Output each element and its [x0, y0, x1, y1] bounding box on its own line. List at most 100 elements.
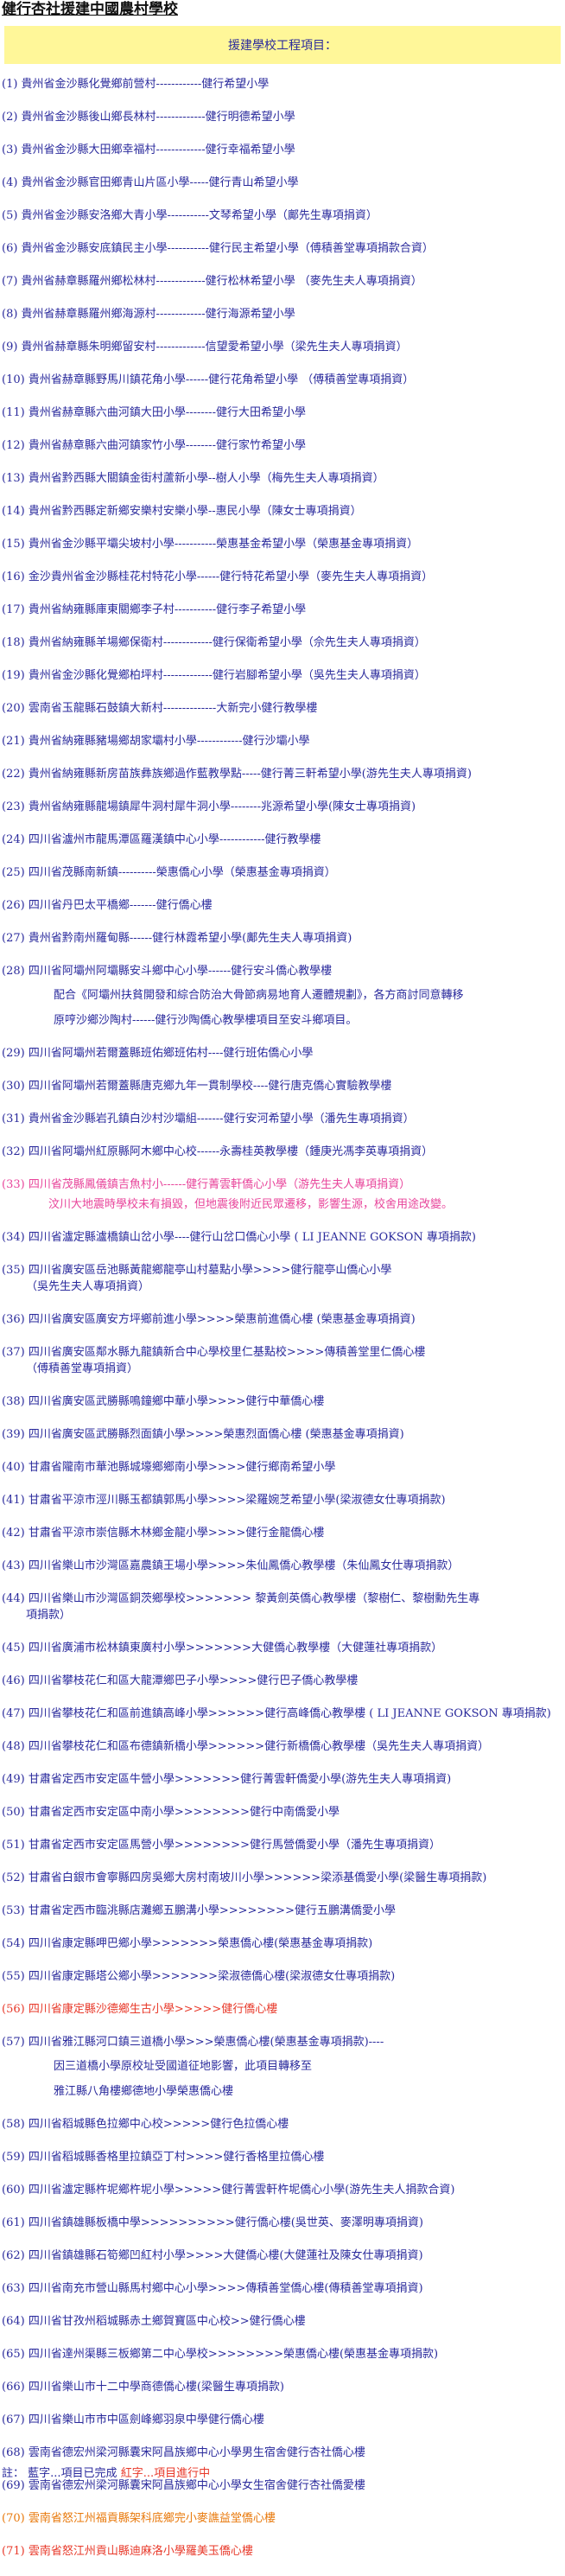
- list-item-text: (25) 四川省茂縣南新鎮----------榮惠僑心小學（榮惠基金專項捐資）: [2, 866, 336, 879]
- list-item-text: (59) 四川省稻城縣香格里拉鎮亞丁村>>>>健行香格里拉僑心樓: [2, 2151, 325, 2164]
- list-item-text: (51) 甘肅省定西市安定區馬營小學>>>>>>>>健行馬營僑愛小學（潘先生專項…: [2, 1839, 441, 1852]
- note-line: 原哼沙鄉沙陶村------健行沙陶僑心教學樓項目至安斗鄉項目。: [54, 1014, 358, 1027]
- footer-note: 註： 藍字...項目已完成 紅字...項目進行中: [2, 2465, 210, 2482]
- list-item-text: (70) 雲南省怒江州福貢縣架科底鄉完小麥譙益堂僑心樓: [2, 2512, 276, 2525]
- list-item-text: (46) 四川省攀枝花仁和區大龍潭鄉巴子小學>>>>健行巴子僑心教學樓: [2, 1674, 359, 1687]
- list-item: (3) 貴州省金沙縣大田鄉幸福村-------------健行幸福希望小學: [0, 142, 562, 158]
- list-item: (23) 貴州省納雍縣龍場鎮犀牛洞村犀牛洞小學--------兆源希望小學(陳女…: [0, 799, 562, 815]
- list-item-text: (29) 四川省阿壩州若爾蓋縣班佑鄉班佑村----健行班佑僑心小學: [2, 1047, 314, 1060]
- list-item-text: (50) 甘肅省定西市安定區中南小學>>>>>>>>健行中南僑愛小學: [2, 1806, 340, 1819]
- list-item: (33) 四川省茂縣鳳儀鎮吉魚村小------健行菁雲軒僑心小學（游先生夫人專項…: [0, 1176, 562, 1193]
- list-item-text: (15) 貴州省金沙縣平壩尖坡村小學-----------榮惠基金希望小學（榮惠…: [2, 538, 419, 551]
- list-item-text: (41) 甘肅省平涼市涇川縣玉都鎮郭馬小學>>>>梁羅婉芝希望小學(梁淑德女仕專…: [2, 1494, 446, 1507]
- list-item-text: (67) 四川省樂山市市中區劍峰鄉羽泉中學健行僑心樓: [2, 2413, 264, 2426]
- list-item-text: (66) 四川省樂山市十二中學商德僑心樓(梁醫生專項捐款): [2, 2381, 284, 2394]
- list-item: (39) 四川省廣安區武勝縣烈面鎮小學>>>>榮惠烈面僑心樓 (榮惠基金專項捐資…: [0, 1426, 562, 1443]
- list-item: (51) 甘肅省定西市安定區馬營小學>>>>>>>>健行馬營僑愛小學（潘先生專項…: [0, 1837, 562, 1853]
- footer-blue-note: 藍字...項目已完成: [28, 2467, 117, 2480]
- list-item: (10) 貴州省赫章縣野馬川鎮花角小學------健行花角希望小學 （傅積善堂專…: [0, 372, 562, 388]
- list-item-text: (68) 雲南省德宏州梁河縣囊宋阿昌族鄉中心小學男生宿舍健行杏社僑心樓: [2, 2446, 365, 2459]
- list-item-text: (10) 貴州省赫章縣野馬川鎮花角小學------健行花角希望小學 （傅積善堂專…: [2, 373, 415, 386]
- list-item-text: (58) 四川省稻城縣色拉鄉中心校>>>>>健行色拉僑心樓: [2, 2118, 289, 2131]
- list-item: (42) 甘肅省平涼市崇信縣木林鄉金龍小學>>>>健行金龍僑心樓: [0, 1525, 562, 1541]
- list-item: (9) 貴州省赫章縣朱明鄉留安村-------------信望愛希望小學（梁先生…: [0, 339, 562, 355]
- list-item-text: (65) 四川省達州渠縣三板鄉第二中心學校>>>>>>>>榮惠僑心樓(榮惠基金專…: [2, 2348, 439, 2361]
- list-item: (29) 四川省阿壩州若爾蓋縣班佑鄉班佑村----健行班佑僑心小學: [0, 1045, 562, 1062]
- list-item: (20) 雲南省玉龍縣石鼓鎮大新村--------------大新完小健行教學樓: [0, 700, 562, 717]
- list-item-text: (33) 四川省茂縣鳳儀鎮吉魚村小------健行菁雲軒僑心小學（游先生夫人專項…: [2, 1178, 411, 1191]
- list-item: (45) 四川省廣浦市松林鎮東廣村小學>>>>>>>大健僑心教學樓（大健蓮社專項…: [0, 1640, 562, 1656]
- list-item-text: (24) 四川省瀘州市龍馬潭區羅漢鎮中心小學------------健行教學樓: [2, 833, 321, 846]
- list-item-text: (13) 貴州省黔西縣大關鎮金街村蘆新小學--樹人小學（梅先生夫人專項捐資）: [2, 472, 384, 485]
- list-item: (25) 四川省茂縣南新鎮----------榮惠僑心小學（榮惠基金專項捐資）: [0, 864, 562, 881]
- list-item: (40) 甘肅省隴南市華池縣城壕鄉鄉南小學>>>>健行鄉南希望小學: [0, 1459, 562, 1476]
- list-item: (26) 四川省丹巴太平橋鄉-------健行僑心樓: [0, 897, 562, 914]
- list-item: (48) 四川省攀枝花仁和區布德鎮新橋小學>>>>>>健行新橋僑心教學樓（吳先生…: [0, 1738, 562, 1755]
- list-item-continuation: （吳先生夫人專項捐資）: [26, 1280, 150, 1293]
- list-item: (59) 四川省稻城縣香格里拉鎮亞丁村>>>>健行香格里拉僑心樓: [0, 2149, 562, 2165]
- list-item: (70) 雲南省怒江州福貢縣架科底鄉完小麥譙益堂僑心樓: [0, 2510, 562, 2527]
- list-item: (49) 甘肅省定西市安定區牛營小學>>>>>>>健行菁雲軒僑愛小學(游先生夫人…: [0, 1771, 562, 1788]
- list-item: (18) 貴州省納雍縣羊場鄉保衛村-------------健行保衛希望小學（佘…: [0, 634, 562, 651]
- list-item-text: (28) 四川省阿壩州阿壩縣安斗鄉中心小學------健行安斗僑心教學樓: [2, 965, 333, 978]
- banner-label: 援建學校工程項目：: [228, 39, 337, 53]
- list-item-text: (44) 四川省樂山市沙灣區銅茨鄉學校>>>>>>> 黎黃劍英僑心教學樓（黎樹仁…: [2, 1592, 480, 1605]
- list-item: (56) 四川省康定縣沙德鄉生古小學>>>>>健行僑心樓: [0, 2001, 562, 2018]
- note-line: 因三道橋小學原校址受國道征地影響，此項目轉移至: [54, 2060, 313, 2073]
- list-item: (53) 甘肅省定西市臨洮縣店灘鄉五鵬溝小學>>>>>>>>健行五鵬溝僑愛小學: [0, 1903, 562, 1919]
- list-item-text: (43) 四川省樂山市沙灣區嘉農鎮王場小學>>>>朱仙鳳僑心教學樓（朱仙鳳女仕專…: [2, 1559, 460, 1572]
- list-item-text: (54) 四川省康定縣呷巴鄉小學>>>>>>>榮惠僑心樓(榮惠基金專項捐款): [2, 1937, 373, 1950]
- list-item: (67) 四川省樂山市市中區劍峰鄉羽泉中學健行僑心樓: [0, 2412, 562, 2428]
- list-item-text: (32) 四川省阿壩州紅原縣阿木鄉中心校------永壽桂英教學樓（鍾庚光馮李英…: [2, 1145, 434, 1158]
- list-item-text: (42) 甘肅省平涼市崇信縣木林鄉金龍小學>>>>健行金龍僑心樓: [2, 1527, 325, 1540]
- footer-prefix: 註：: [2, 2467, 25, 2480]
- list-item: (15) 貴州省金沙縣平壩尖坡村小學-----------榮惠基金希望小學（榮惠…: [0, 536, 562, 552]
- note-line: 配合《阿壩州扶貧開發和綜合防治大骨節病易地育人遷體規劃》，各方商討同意轉移: [54, 989, 464, 1002]
- list-item-text: (64) 四川省甘孜州稻城縣赤土鄉賀寶區中心校>>健行僑心樓: [2, 2315, 306, 2328]
- list-item: (43) 四川省樂山市沙灣區嘉農鎮王場小學>>>>朱仙鳳僑心教學樓（朱仙鳳女仕專…: [0, 1558, 562, 1574]
- list-item: (61) 四川省鎮雄縣板橋中學>>>>>>>>>>健行僑心樓(吳世英、麥澤明專項…: [0, 2215, 562, 2231]
- list-item-text: (16) 金沙貴州省金沙縣桂花村特花小學------健行特花希望小學（麥先生夫人…: [2, 571, 434, 583]
- list-item-text: (55) 四川省康定縣塔公鄉小學>>>>>>>梁淑德僑心樓(梁淑德女仕專項捐款): [2, 1970, 396, 1983]
- list-item: (52) 甘肅省白銀市會寧縣四房吳鄉大房村南坡川小學>>>>>>梁添基僑愛小學(…: [0, 1870, 562, 1886]
- list-item-continuation: 項捐款）: [26, 1609, 72, 1622]
- transfer-note-28: 配合《阿壩州扶貧開發和綜合防治大骨節病易地育人遷體規劃》，各方商討同意轉移原哼沙…: [0, 987, 562, 1029]
- list-item: (1) 貴州省金沙縣化覺鄉前營村------------健行希望小學: [0, 76, 562, 92]
- list-item-text: (52) 甘肅省白銀市會寧縣四房吳鄉大房村南坡川小學>>>>>>梁添基僑愛小學(…: [2, 1871, 487, 1884]
- list-item: (36) 四川省廣安區廣安方坪鄉前進小學>>>>榮惠前進僑心樓 (榮惠基金專項捐…: [0, 1311, 562, 1328]
- list-item: (68) 雲南省德宏州梁河縣囊宋阿昌族鄉中心小學男生宿舍健行杏社僑心樓: [0, 2445, 562, 2461]
- list-item-text: (34) 四川省瀘定縣瀘橋鎮山岔小學----健行山岔口僑心小學 ( LI JEA…: [2, 1231, 476, 1244]
- list-item-text: (8) 貴州省赫章縣羅州鄉海源村-------------健行海源希望小學: [2, 308, 295, 321]
- list-item-text: (6) 貴州省金沙縣安底鎮民主小學-----------健行民主希望小學（傅積善…: [2, 242, 434, 255]
- list-item-text: (7) 貴州省赫章縣羅州鄉松林村-------------健行松林希望小學 （麥…: [2, 275, 422, 288]
- list-item: (57) 四川省雅江縣河口鎮三道橋小學>>>榮惠僑心樓(榮惠基金專項捐款)---…: [0, 2034, 562, 2050]
- list-item-text: (61) 四川省鎮雄縣板橋中學>>>>>>>>>>健行僑心樓(吳世英、麥澤明專項…: [2, 2216, 423, 2229]
- list-item: (5) 貴州省金沙縣安洛鄉大青小學-----------文琴希望小學（鄺先生專項…: [0, 207, 562, 224]
- list-item: (38) 四川省廣安區武勝縣鳴鐘鄉中華小學>>>>健行中華僑心樓: [0, 1393, 562, 1410]
- list-item-text: (57) 四川省雅江縣河口鎮三道橋小學>>>榮惠僑心樓(榮惠基金專項捐款)---…: [2, 2036, 384, 2049]
- list-item-text: (38) 四川省廣安區武勝縣鳴鐘鄉中華小學>>>>健行中華僑心樓: [2, 1395, 325, 1408]
- list-item: (28) 四川省阿壩州阿壩縣安斗鄉中心小學------健行安斗僑心教學樓: [0, 963, 562, 979]
- list-item: (11) 貴州省赫章縣六曲河鎮大田小學--------健行大田希望小學: [0, 405, 562, 421]
- list-item-text: (27) 貴州省黔南州羅甸縣------健行林霞希望小學(鄺先生夫人專項捐資): [2, 932, 352, 945]
- list-item: (22) 貴州省納雍縣新房苗族彝族鄉過作藍教學點-----健行菁三軒希望小學(游…: [0, 766, 562, 782]
- list-item: (32) 四川省阿壩州紅原縣阿木鄉中心校------永壽桂英教學樓（鍾庚光馮李英…: [0, 1144, 562, 1160]
- list-item-text: (22) 貴州省納雍縣新房苗族彝族鄉過作藍教學點-----健行菁三軒希望小學(游…: [2, 768, 472, 781]
- list-item-text: (39) 四川省廣安區武勝縣烈面鎮小學>>>>榮惠烈面僑心樓 (榮惠基金專項捐資…: [2, 1428, 404, 1441]
- list-item-text: (47) 四川省攀枝花仁和區前進鎮高峰小學>>>>>>健行高峰僑心教學樓 ( L…: [2, 1707, 551, 1720]
- list-item-text: (26) 四川省丹巴太平橋鄉-------健行僑心樓: [2, 899, 213, 912]
- list-item-text: (21) 貴州省納雍縣豬場鄉胡家壩村小學------------健行沙壩小學: [2, 735, 310, 748]
- list-item-text: (31) 貴州省金沙縣岩孔鎮白沙村沙壩組-------健行安河希望小學（潘先生專…: [2, 1113, 415, 1125]
- list-item: (7) 貴州省赫章縣羅州鄉松林村-------------健行松林希望小學 （麥…: [0, 273, 562, 290]
- list-item-text: (71) 雲南省怒江州貢山縣迪麻洛小學羅美玉僑心樓: [2, 2545, 253, 2558]
- list-item-text: (35) 四川省廣安區岳池縣黃龍鄉龍亭山村墓點小學>>>>健行龍亭山僑心小學: [2, 1264, 392, 1277]
- list-item-text: (19) 貴州省金沙縣化覺鄉柏坪村-------------健行岩腳希望小學（吳…: [2, 669, 426, 682]
- list-item: (58) 四川省稻城縣色拉鄉中心校>>>>>健行色拉僑心樓: [0, 2116, 562, 2133]
- note-line: 雅江縣八角樓鄉德地小學榮惠僑心樓: [54, 2085, 234, 2098]
- list-item: (46) 四川省攀枝花仁和區大龍潭鄉巴子小學>>>>健行巴子僑心教學樓: [0, 1673, 562, 1689]
- list-item-text: (37) 四川省廣安區鄰水縣九龍鎮新合中心學校里仁基點校>>>>傳積善堂里仁僑心…: [2, 1346, 426, 1359]
- list-item: (27) 貴州省黔南州羅甸縣------健行林霞希望小學(鄺先生夫人專項捐資): [0, 930, 562, 947]
- list-item: (6) 貴州省金沙縣安底鎮民主小學-----------健行民主希望小學（傅積善…: [0, 240, 562, 257]
- list-item-text: (4) 貴州省金沙縣官田鄉青山片區小學-----健行青山希望小學: [2, 176, 299, 189]
- list-item-text: (2) 貴州省金沙縣後山鄉長林村-------------健行明德希望小學: [2, 111, 295, 124]
